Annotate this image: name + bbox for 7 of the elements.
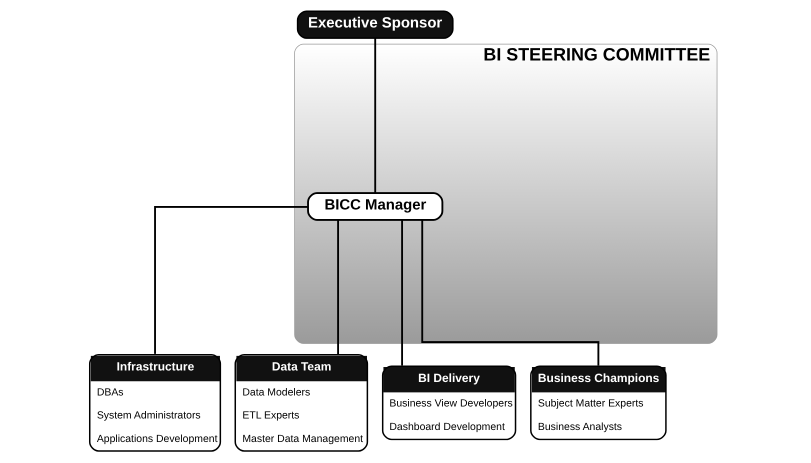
connector — [420, 220, 599, 366]
node-box: Executive Sponsor — [296, 10, 454, 39]
connector — [154, 206, 308, 354]
node-box: BICC Manager — [306, 192, 443, 221]
connector — [374, 38, 376, 193]
connector — [400, 220, 403, 366]
connector — [336, 220, 339, 354]
